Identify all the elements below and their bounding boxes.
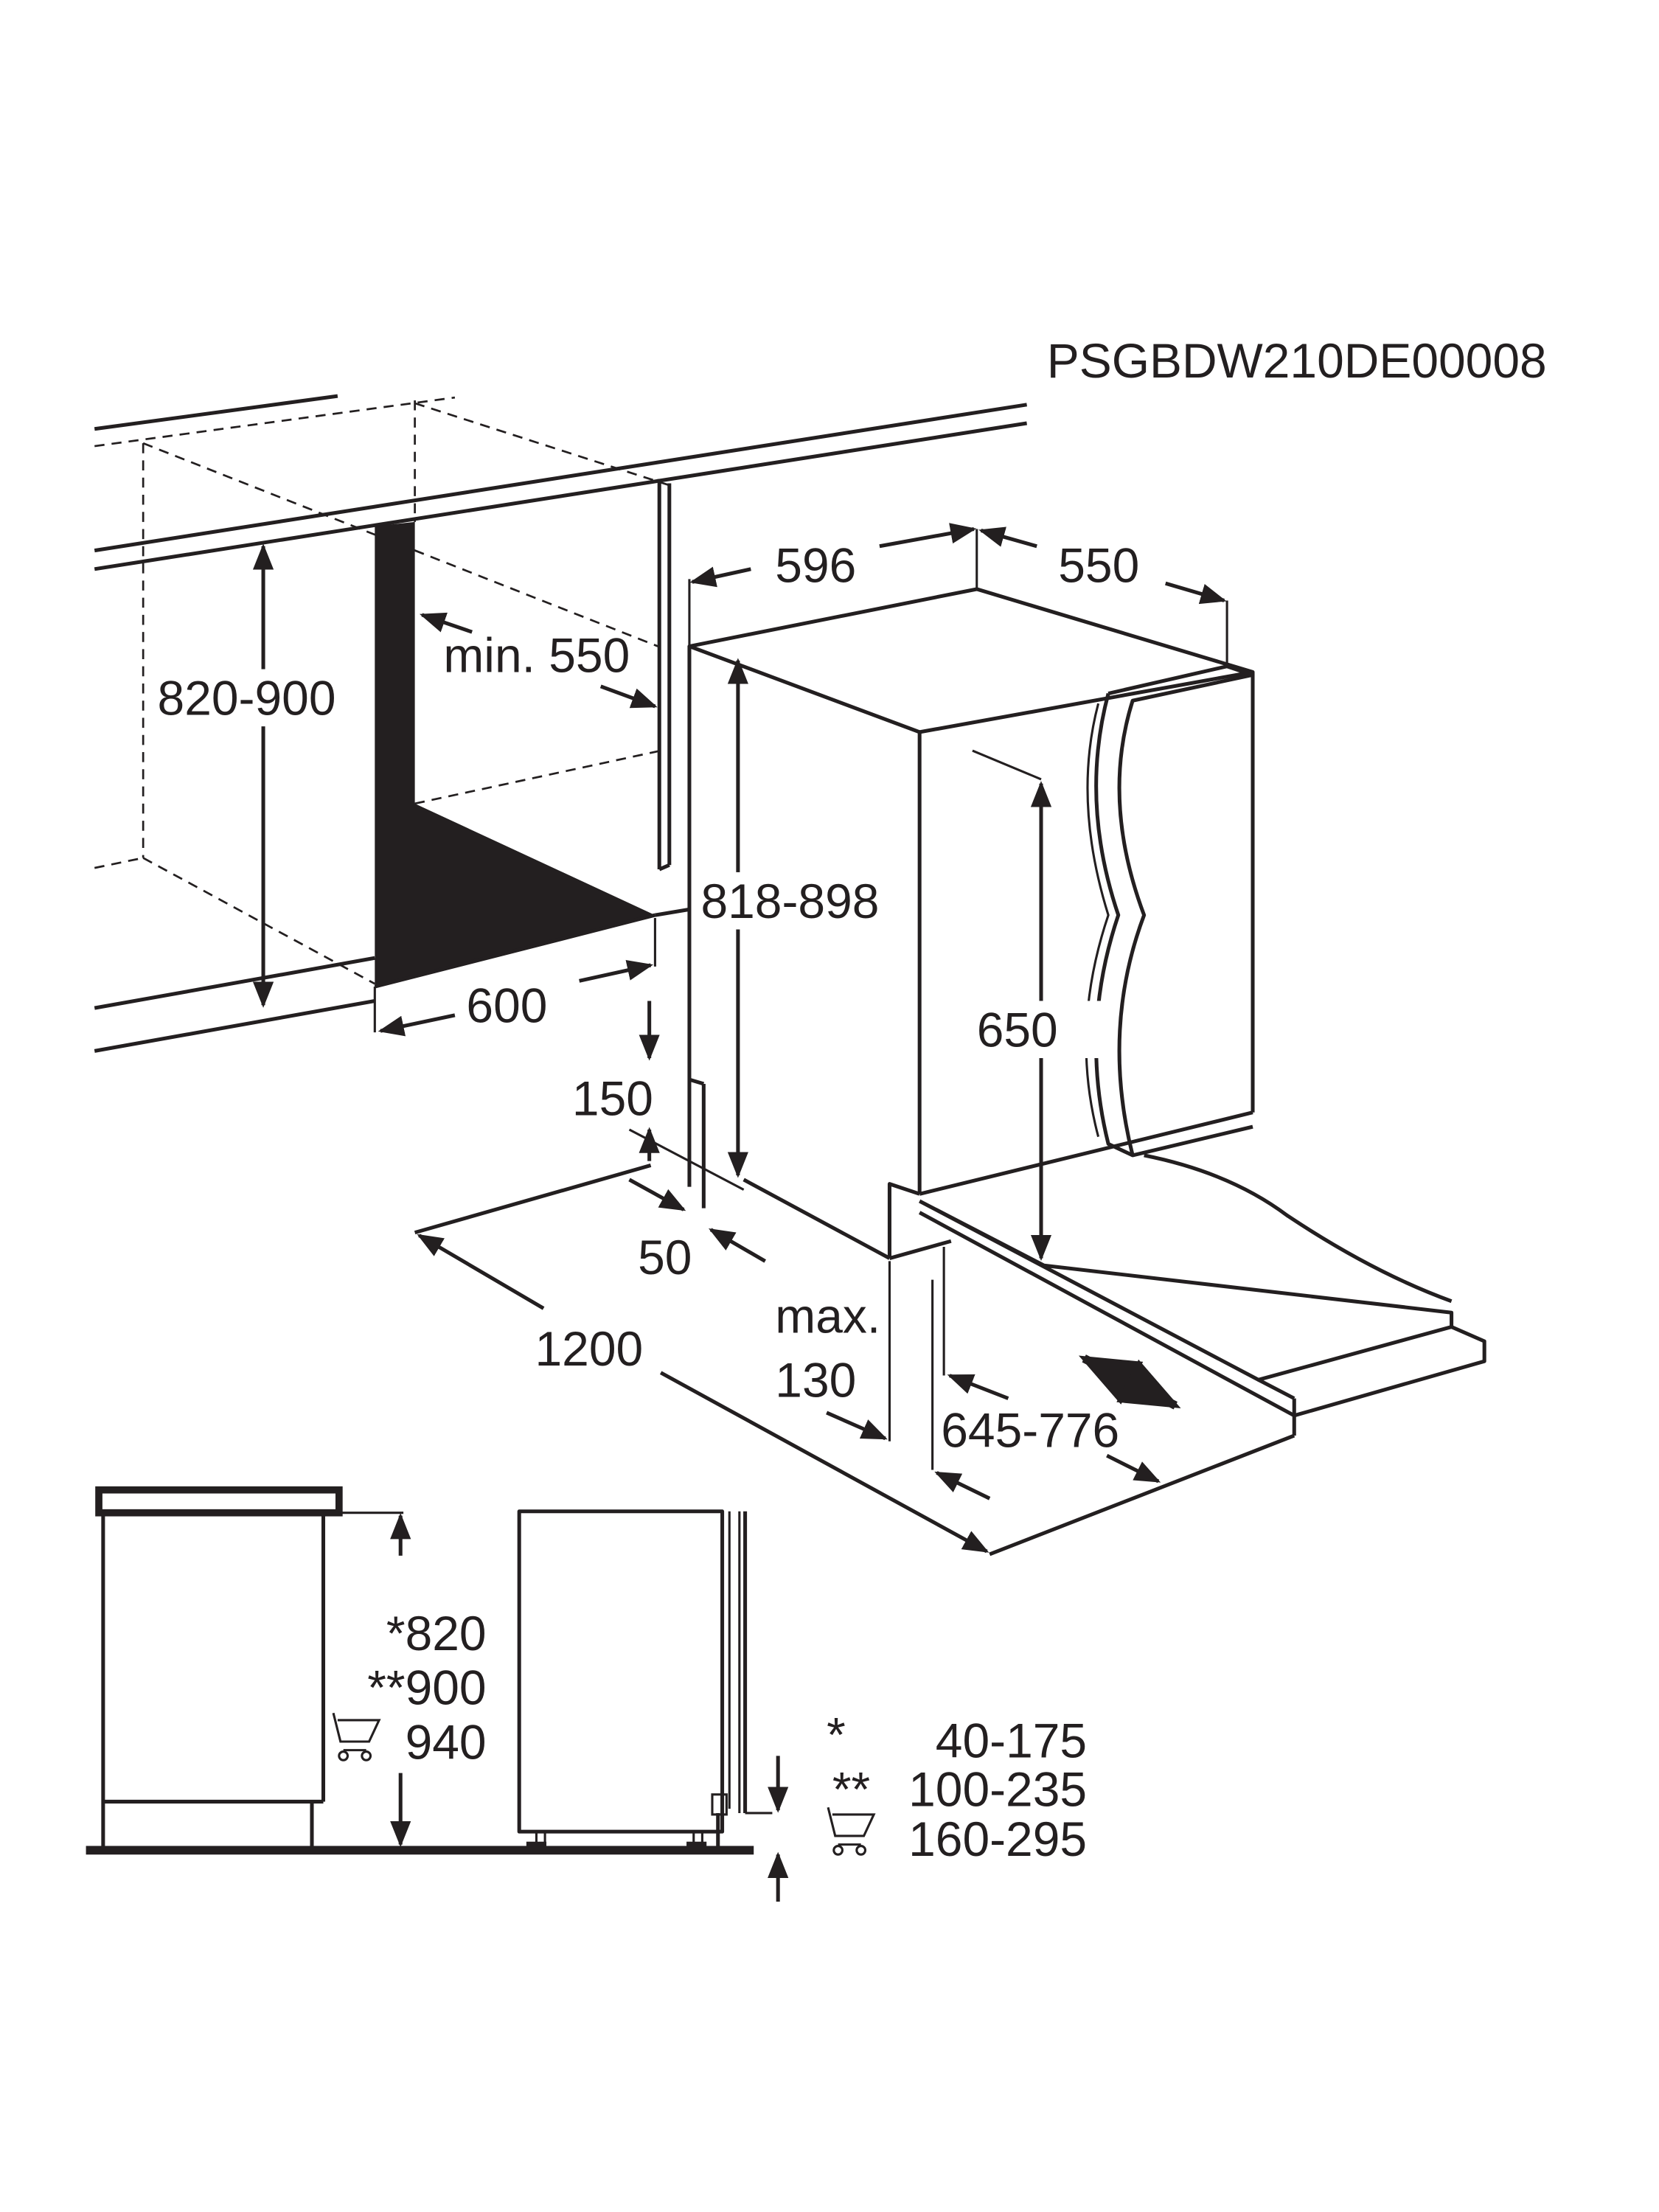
door-height-label: 650 [977, 1003, 1058, 1057]
appliance-height-label: 818-898 [700, 874, 879, 928]
door-offset-label: 645-776 [941, 1403, 1119, 1458]
plinth-depth-label: 50 [638, 1230, 692, 1284]
cart-icon [332, 1712, 381, 1761]
legend-mark-single: * [827, 1708, 846, 1762]
max-label: max. [775, 1288, 880, 1343]
niche-height-label: 820-900 [158, 671, 336, 726]
height-900-label: **900 [367, 1660, 486, 1715]
plinth-height-label: 150 [572, 1071, 653, 1126]
range-160-295: 160-295 [908, 1812, 1087, 1866]
range-40-175: 40-175 [936, 1713, 1087, 1767]
niche-shadow [375, 521, 655, 987]
appliance-depth-label: 550 [1058, 538, 1139, 592]
appliance-width-label: 596 [775, 538, 856, 592]
side-view-dishwasher [517, 1509, 773, 1849]
niche-width-label: 600 [466, 978, 547, 1033]
door-swing-label: 1200 [535, 1321, 644, 1376]
height-820-label: *820 [386, 1606, 487, 1660]
document-code: PSGBDW210DE00008 [1047, 333, 1547, 388]
range-100-235: 100-235 [908, 1761, 1087, 1816]
niche-depth-label: min. 550 [443, 627, 630, 682]
kitchen-niche [94, 394, 1028, 1053]
slide-arrow [1078, 1354, 1181, 1410]
niche-width-arrow [378, 1013, 456, 1037]
dishwasher-body [687, 587, 1486, 1470]
height-940-label: 940 [406, 1714, 487, 1769]
cart-icon [827, 1806, 876, 1856]
niche-depth-arrow [419, 612, 473, 634]
max-value-label: 130 [775, 1353, 856, 1408]
legend-mark-double: ** [832, 1761, 870, 1816]
side-view-cabinet [95, 1486, 404, 1848]
